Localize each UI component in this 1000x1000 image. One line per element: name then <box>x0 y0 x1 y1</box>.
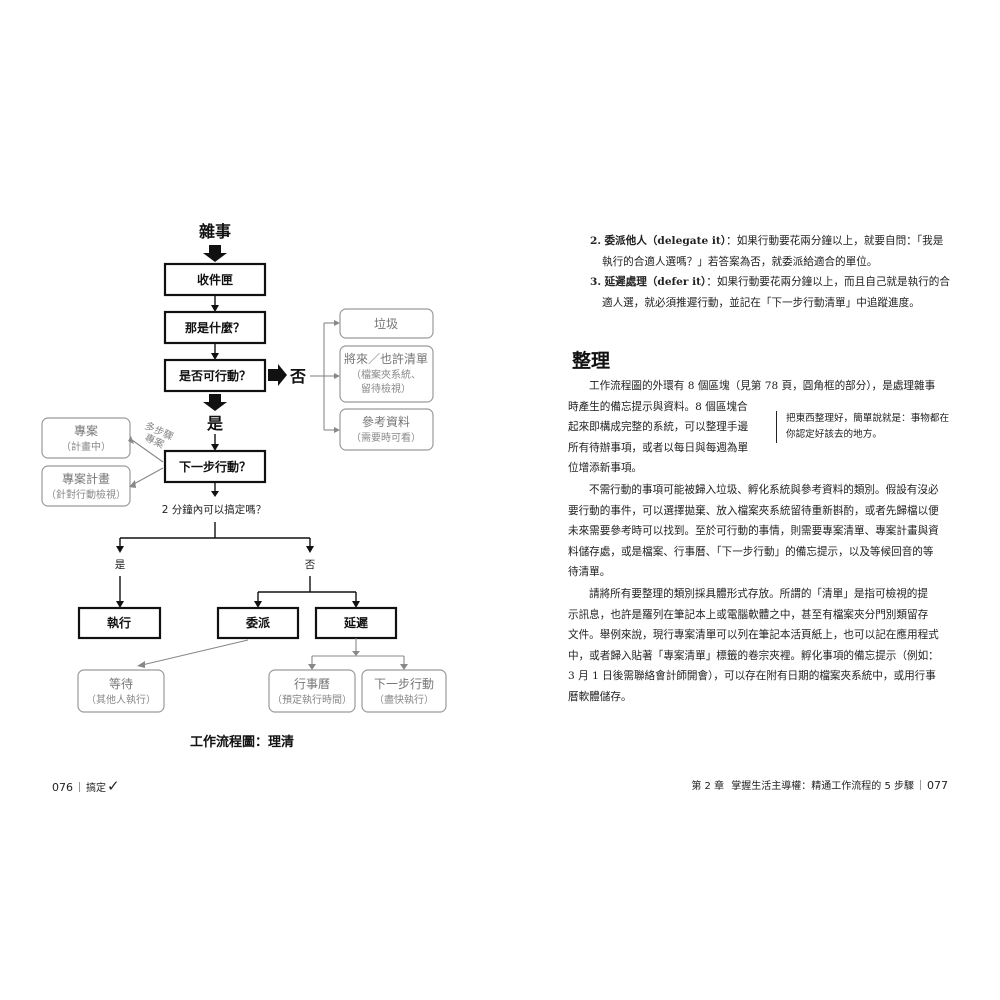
paragraph-2: 不需行動的事項可能被歸入垃圾、孵化系統與參考資料的類別。假設有沒必 要行動的事件… <box>568 480 950 583</box>
chapter-number: 第 2 章 <box>691 781 725 792</box>
next-actions-box <box>361 669 447 713</box>
right-page-number: 077 <box>927 779 948 792</box>
do-it-box <box>77 606 162 640</box>
para-line: 文件。舉例來說，現行專案清單可以列在筆記本活頁紙上，也可以記在應用程式 <box>568 629 939 642</box>
calendar-sub: （預定執行時間） <box>272 693 352 706</box>
section-title: 整理 <box>572 350 611 372</box>
item-label: 延遲處理（defer it） <box>604 276 707 288</box>
item-number: 2. <box>590 235 602 247</box>
check-mark-icon: ✓ <box>107 777 120 795</box>
item-label: 委派他人（delegate it） <box>604 235 727 247</box>
defer-label: 延遲 <box>343 615 368 630</box>
project-plan-title: 專案計畫 <box>62 471 110 486</box>
para-line: 曆軟體儲存。 <box>568 690 632 703</box>
para-line: 位增添新事項。 <box>568 462 643 475</box>
para-line: 未來需要參考時可以找到。至於可行動的事情，則需要專案清單、專案計畫與資 <box>568 525 939 538</box>
do-it-label: 執行 <box>107 615 131 630</box>
right-page-footer: 第 2 章 掌握生活主導權：精通工作流程的 5 步驟 077 <box>691 777 948 792</box>
calendar-title: 行事曆 <box>294 677 330 691</box>
right-arrow-icon <box>268 364 287 386</box>
reference-title: 參考資料 <box>362 414 410 429</box>
paragraph-3: 請將所有要整理的類別採具體形式存放。所謂的「清單」是指可檢視的提 示訊息，也許是… <box>568 584 950 708</box>
someday-maybe-box <box>339 345 434 403</box>
delegate-box <box>216 606 300 640</box>
next-actions-sub: （盡快執行） <box>374 693 434 706</box>
para-line: 不需行動的事項可能被歸入垃圾、孵化系統與參考資料的類別。假設有沒必 <box>589 484 939 496</box>
para-line: 所有待辦事項，或者以每日與每週為單 <box>568 441 749 454</box>
inbox-label: 收件匣 <box>197 272 233 287</box>
what-is-it-label: 那是什麼？ <box>185 320 245 335</box>
para-line: 中，或者歸入貼著「專案清單」標籤的卷宗夾裡。孵化事項的備忘提示（例如： <box>568 649 939 662</box>
list-item-defer: 3. 延遲處理（defer it）：如果行動要花兩分鐘以上，而且自己就是執行的合… <box>590 272 950 314</box>
reference-box <box>339 408 434 451</box>
chapter-title: 掌握生活主導權：精通工作流程的 5 步驟 <box>731 781 914 792</box>
pull-quote-line2: 你認定好該去的地方。 <box>786 429 882 440</box>
branch-no-label: 否 <box>305 559 316 571</box>
project-sub: （計畫中） <box>61 440 111 453</box>
para-line: 待清單。 <box>568 566 611 579</box>
waiting-box <box>77 669 165 713</box>
someday-title: 將來／也許清單 <box>344 351 428 366</box>
pull-quote-line1: 把東西整理好，簡單說就是：事物都在 <box>786 413 950 424</box>
no-label: 否 <box>289 367 306 386</box>
item-text-line2: 適人選，就必須推遲行動，並記在「下一步行動清單」中追蹤進度。 <box>602 297 920 309</box>
waiting-sub: （其他人執行） <box>86 693 156 706</box>
someday-sub2: 留待檢視） <box>361 382 411 395</box>
left-page-number: 076 <box>52 781 73 794</box>
pull-quote: 把東西整理好，簡單說就是：事物都在 你認定好該去的地方。 <box>776 411 966 443</box>
next-action-label: 下一步行動？ <box>179 459 251 474</box>
item-text-line1: ：如果行動要花兩分鐘以上，就要自問：「我是 <box>726 235 944 247</box>
para-line: 要行動的事件，可以選擇拋棄、放入檔案夾系統留待重新斟酌，或者先歸檔以便 <box>568 504 939 517</box>
paragraph-1: 工作流程圖的外環有 8 個區塊（見第 78 頁，圓角框的部分），是處理雜事 時產… <box>568 376 950 479</box>
project-plan-sub: （針對行動檢視） <box>46 488 126 501</box>
left-page-footer: 076 搞定✓ <box>52 777 120 795</box>
top-label-stuff: 雜事 <box>199 222 231 241</box>
trash-label: 垃圾 <box>374 316 398 331</box>
item-number: 3. <box>590 276 602 288</box>
someday-sub1: （檔案夾系統、 <box>351 368 421 381</box>
list-item-delegate: 2. 委派他人（delegate it）：如果行動要花兩分鐘以上，就要自問：「我… <box>590 231 950 273</box>
calendar-box <box>268 669 356 713</box>
down-arrow-icon <box>203 245 227 262</box>
item-text-line2: 執行的合適人選嗎？」若答案為否，就委派給適合的單位。 <box>602 256 878 268</box>
actionable-label: 是否可行動？ <box>178 368 251 383</box>
delegate-label: 委派 <box>245 615 271 630</box>
book-title: 搞定 <box>86 783 106 794</box>
two-minute-question: 2 分鐘內可以搞定嗎？ <box>162 503 267 516</box>
branch-yes-label: 是 <box>115 559 126 571</box>
project-title: 專案 <box>74 423 98 438</box>
para-line: 起來即構成完整的系統，可以整理手邊 <box>568 421 749 434</box>
figure-caption: 工作流程圖：理清 <box>190 734 294 750</box>
what-is-it-box <box>163 310 267 345</box>
workflow-diagram: 雜事 收件匣 那是什麼？ 是否可行動？ 否 垃圾 將來／也許清單 （檔案夾系統、… <box>41 222 447 750</box>
down-arrow-icon <box>203 394 227 411</box>
next-actions-title: 下一步行動 <box>374 677 434 691</box>
para-line: 示訊息，也許是羅列在筆記本上或電腦軟體之中，甚至有檔案夾分門別類留存 <box>568 608 929 621</box>
para-line: 3 月 1 日後需聯絡會計師開會），可以存在附有日期的檔案夾系統中，或用行事 <box>568 670 936 683</box>
para-line: 請將所有要整理的類別採具體形式存放。所謂的「清單」是指可檢視的提 <box>589 588 928 600</box>
para-line: 工作流程圖的外環有 8 個區塊（見第 78 頁，圓角框的部分），是處理雜事 <box>589 380 936 392</box>
reference-sub: （需要時可看） <box>351 431 421 444</box>
para-line: 時產生的備忘提示與資料。8 個區塊合 <box>568 400 748 413</box>
item-text-line1: ：如果行動要花兩分鐘以上，而且自己就是執行的合 <box>706 276 950 288</box>
trash-box <box>339 308 434 339</box>
actionable-box <box>163 358 267 393</box>
yes-label: 是 <box>206 414 223 433</box>
waiting-title: 等待 <box>109 677 133 691</box>
para-line: 料儲存處，或是檔案、行事曆、「下一步行動」的備忘提示，以及等候回音的等 <box>568 545 934 558</box>
